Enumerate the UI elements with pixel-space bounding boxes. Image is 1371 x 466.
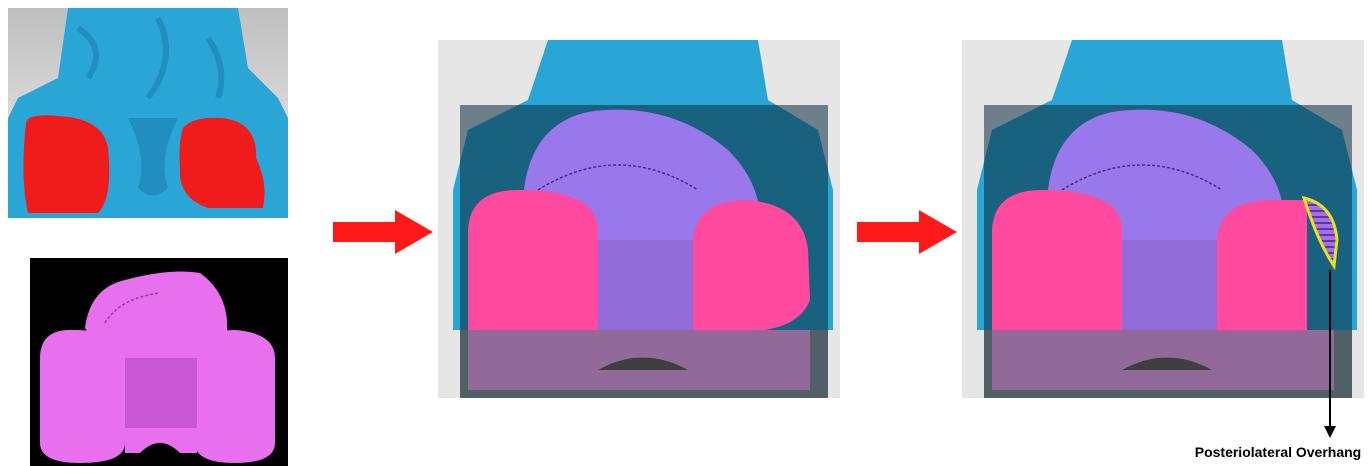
lateral-condyle-pink xyxy=(693,200,810,332)
down-arrow-icon xyxy=(1320,270,1340,440)
right-arrow-icon xyxy=(333,210,433,254)
overlay-panel-2 xyxy=(962,40,1364,398)
overlay-panel-1 xyxy=(438,40,840,398)
right-arrow-icon xyxy=(857,210,957,254)
overhang-label: Posteriolateral Overhang xyxy=(1188,444,1368,460)
femoral-implant-panel xyxy=(30,258,288,466)
red-medial-condyle xyxy=(23,115,109,213)
implant-left-condyle xyxy=(40,330,125,463)
medial-condyle-pink xyxy=(468,190,598,330)
medial-condyle-pink xyxy=(992,190,1122,330)
implant-right-condyle xyxy=(195,330,275,463)
lateral-condyle-pink xyxy=(1217,200,1307,332)
femur-bone-panel xyxy=(8,8,288,218)
